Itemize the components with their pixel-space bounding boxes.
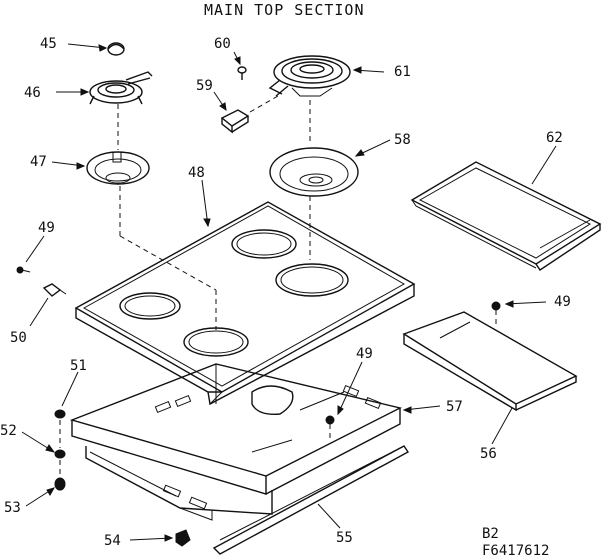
part-57-body-frame-drawing (69, 363, 403, 521)
label-47: 47 (30, 154, 47, 170)
label-49-left: 49 (38, 220, 55, 236)
leader-49-center (337, 361, 363, 415)
arrowhead-49-right (504, 300, 514, 308)
part-54-clip-drawing (175, 529, 191, 547)
label-62: 62 (546, 130, 563, 146)
label-51: 51 (70, 358, 87, 374)
part-49-center-clip-drawing (325, 415, 335, 440)
part-58-large-drip-bowl-drawing (269, 147, 359, 197)
label-48: 48 (188, 165, 205, 181)
part-55-trim-strip-drawing (212, 445, 410, 555)
label-54: 54 (104, 533, 121, 549)
arrowhead-60 (234, 56, 241, 66)
leader-50 (29, 297, 49, 327)
arrowhead-48 (203, 218, 211, 228)
leader-51 (61, 371, 79, 407)
alignment-line-left-diag (119, 235, 217, 291)
label-57: 57 (446, 399, 463, 415)
arrowhead-59 (219, 102, 227, 112)
part-52-washer-drawing (54, 449, 66, 459)
arrowhead-61 (352, 66, 362, 74)
part-48-cooktop-drawing (74, 201, 416, 406)
label-61: 61 (394, 64, 411, 80)
leader-49-left (25, 235, 45, 263)
label-59: 59 (196, 78, 213, 94)
label-50: 50 (10, 330, 27, 346)
footer-code-line1: B2 (482, 526, 499, 542)
part-49-right-clip-drawing (491, 301, 501, 328)
arrowhead-54 (164, 534, 174, 542)
label-49-center: 49 (356, 346, 373, 362)
diagram-title: MAIN TOP SECTION (204, 1, 365, 19)
label-56: 56 (480, 446, 497, 462)
part-47-small-drip-bowl-drawing (86, 151, 150, 185)
part-61-large-element-drawing (268, 55, 351, 97)
part-50-bracket-drawing (42, 283, 67, 297)
leader-62 (531, 145, 557, 185)
part-60-screw-drawing (237, 66, 247, 80)
part-51-screw-drawing (54, 409, 66, 419)
arrowhead-46 (80, 88, 90, 96)
part-59-terminal-block-drawing (220, 95, 279, 134)
leader-48 (201, 179, 209, 227)
label-45: 45 (40, 36, 57, 52)
part-46-small-element-drawing (89, 71, 153, 105)
part-49-left-clip-drawing (16, 266, 31, 274)
label-52: 52 (0, 423, 17, 439)
arrowhead-45 (98, 44, 108, 52)
label-53: 53 (4, 500, 21, 516)
footer-code-line2: F6417612 (482, 543, 549, 559)
arrowhead-49-center (337, 405, 344, 416)
label-49-right: 49 (554, 294, 571, 310)
arrowhead-57 (402, 406, 412, 414)
part-62-panel-drawing (410, 161, 602, 271)
label-58: 58 (394, 132, 411, 148)
part-56-rear-panel-drawing (402, 311, 578, 412)
arrowhead-47 (76, 162, 86, 170)
leader-56 (491, 407, 513, 445)
label-60: 60 (214, 36, 231, 52)
label-55: 55 (336, 530, 353, 546)
arrowhead-58 (354, 149, 365, 157)
part-45-cap-drawing (107, 42, 125, 56)
part-53-foot-drawing (54, 477, 66, 491)
leader-55 (317, 503, 341, 529)
label-46: 46 (24, 85, 41, 101)
arrowhead-53 (46, 487, 56, 496)
arrowhead-52 (45, 444, 56, 453)
